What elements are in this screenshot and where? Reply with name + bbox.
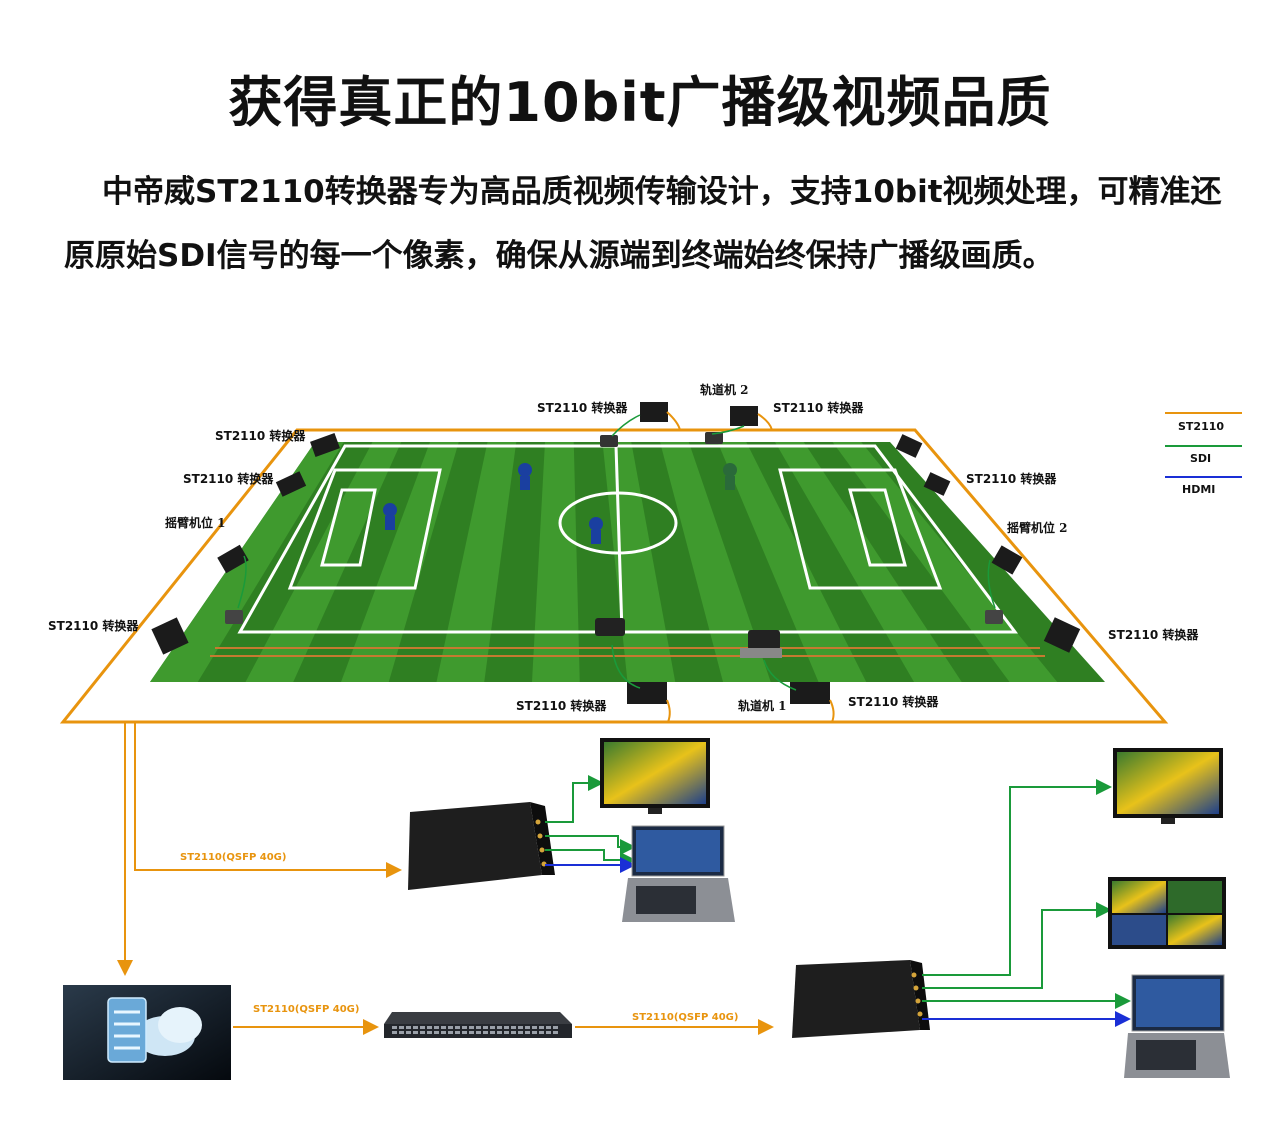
label-converter-right-2: ST2110 转换器 <box>1108 627 1199 642</box>
legend-st2110: ST2110 <box>1178 420 1224 433</box>
legend-hdmi: HDMI <box>1182 483 1215 496</box>
grass-stripe <box>532 442 580 682</box>
switch-port <box>434 1031 439 1034</box>
st2110-network-boundary <box>59 428 1169 724</box>
switch-port <box>392 1026 397 1029</box>
switch-port <box>420 1026 425 1029</box>
switch-port <box>553 1026 558 1029</box>
switch-port <box>504 1031 509 1034</box>
switch-port <box>483 1031 488 1034</box>
label-converter-right-1: ST2110 转换器 <box>966 471 1057 486</box>
switch-port <box>504 1026 509 1029</box>
switch-port <box>413 1031 418 1034</box>
legend: ST2110 SDI HDMI <box>1165 412 1242 496</box>
switcher-console-upper <box>622 825 735 922</box>
switch-port <box>490 1026 495 1029</box>
switch-port <box>441 1026 446 1029</box>
tv-monitor-lower-1 <box>1113 748 1223 824</box>
switch-port <box>406 1026 411 1029</box>
switch-port <box>434 1026 439 1029</box>
label-crane-camera-1: 摇臂机位 1 <box>165 515 226 530</box>
switch-port <box>448 1031 453 1034</box>
switch-port <box>518 1026 523 1029</box>
switch-port <box>497 1026 502 1029</box>
switch-port <box>469 1026 474 1029</box>
grass-stripe <box>602 442 676 682</box>
switch-port <box>420 1031 425 1034</box>
switch-port <box>546 1031 551 1034</box>
link-label-switch-converter: ST2110(QSFP 40G) <box>632 1012 738 1023</box>
switch-port <box>532 1026 537 1029</box>
lower-outputs <box>922 779 1131 1027</box>
switch-port <box>413 1026 418 1029</box>
page-description: 中帝威ST2110转换器专为高品质视频传输设计，支持10bit视频处理，可精准还… <box>64 174 1222 274</box>
switch-port <box>483 1026 488 1029</box>
switch-port <box>406 1031 411 1034</box>
players <box>383 463 737 544</box>
label-crane-camera-2: 摇臂机位 2 <box>1007 520 1068 535</box>
switch-port <box>462 1031 467 1034</box>
label-converter-left-3: ST2110 转换器 <box>48 618 139 633</box>
label-converter-top-2: ST2110 转换器 <box>773 400 864 415</box>
switch-port <box>539 1031 544 1034</box>
switch-port <box>392 1031 397 1034</box>
switch-port <box>427 1031 432 1034</box>
upper-outputs <box>545 775 636 873</box>
field-sdi-links <box>237 414 996 691</box>
cameras <box>225 432 1003 658</box>
switch-port <box>455 1031 460 1034</box>
switch-port <box>462 1026 467 1029</box>
field-converters <box>151 402 1081 704</box>
switch-port <box>427 1026 432 1029</box>
legend-sdi: SDI <box>1190 452 1211 465</box>
page-title: 获得真正的10bit广播级视频品质 <box>228 71 1052 134</box>
st2110-network-lines <box>117 722 774 1035</box>
switch-port <box>490 1031 495 1034</box>
label-converter-top-1: ST2110 转换器 <box>537 400 628 415</box>
label-converter-bottom-1: ST2110 转换器 <box>516 698 607 713</box>
label-track-camera-2: 轨道机 2 <box>700 382 749 397</box>
switch-port <box>399 1031 404 1034</box>
label-converter-left-1: ST2110 转换器 <box>215 428 306 443</box>
grass-stripe <box>660 442 771 682</box>
tv-monitor-upper <box>600 738 710 814</box>
label-converter-left-2: ST2110 转换器 <box>183 471 274 486</box>
grass-stripe <box>150 442 344 682</box>
receiver-converter-upper <box>408 802 555 890</box>
grass-stripe <box>436 442 517 682</box>
switch-port <box>469 1031 474 1034</box>
grass-stripe <box>341 442 459 682</box>
network-switch <box>384 1012 572 1038</box>
link-label-upper: ST2110(QSFP 40G) <box>180 852 286 863</box>
switch-port <box>518 1031 523 1034</box>
switch-port <box>525 1031 530 1034</box>
switch-port <box>525 1026 530 1029</box>
switch-port <box>476 1031 481 1034</box>
switch-port <box>553 1031 558 1034</box>
label-track-camera-1: 轨道机 1 <box>738 698 787 713</box>
switcher-console-lower <box>1124 974 1230 1078</box>
system-diagram: ST2110 转换器 轨道机 2 ST2110 转换器 ST2110 转换器 S… <box>48 382 1242 1080</box>
label-converter-bottom-2: ST2110 转换器 <box>848 694 939 709</box>
switch-port <box>546 1026 551 1029</box>
switch-port <box>399 1026 404 1029</box>
switch-port <box>441 1031 446 1034</box>
receiver-converter-lower <box>792 960 930 1038</box>
tv-monitor-lower-2 <box>1108 877 1226 949</box>
switch-port <box>532 1031 537 1034</box>
switch-port <box>497 1031 502 1034</box>
switch-port <box>511 1026 516 1029</box>
switch-port <box>511 1031 516 1034</box>
cloud-server <box>63 985 231 1080</box>
grass-stripe <box>717 442 867 682</box>
switch-port <box>448 1026 453 1029</box>
link-label-server-switch: ST2110(QSFP 40G) <box>253 1004 359 1015</box>
switch-port <box>476 1026 481 1029</box>
switch-port <box>455 1026 460 1029</box>
switch-port <box>539 1026 544 1029</box>
soccer-field <box>150 442 1105 682</box>
field-orange-links <box>666 411 835 723</box>
